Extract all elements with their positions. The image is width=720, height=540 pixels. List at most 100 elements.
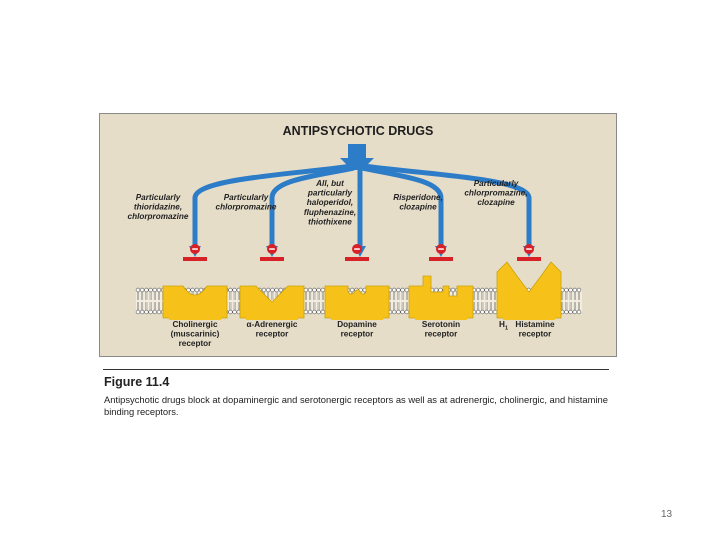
receptor-base <box>246 316 298 320</box>
receptor-base <box>503 316 555 320</box>
receptor-label-line: α-Adrenergic <box>247 320 298 329</box>
receptor-label-line: receptor <box>256 330 290 339</box>
receptors <box>162 244 562 320</box>
drug-label-line: Risperidone, <box>393 193 443 202</box>
lipid-head <box>404 287 409 293</box>
lipid-head <box>135 309 141 315</box>
receptor-base <box>331 316 383 320</box>
lipid-head <box>270 287 275 293</box>
drug-label-line: All, but <box>315 179 344 188</box>
lipid-head <box>484 287 489 293</box>
lipid-head <box>316 309 321 315</box>
lipid-head <box>400 309 405 315</box>
lipid-head <box>396 309 401 315</box>
drug-label-line: thioridazine, <box>134 203 182 212</box>
lipid-head <box>198 287 204 293</box>
lipid-head <box>480 309 485 315</box>
lipid-head <box>350 287 355 293</box>
drug-label-line: clozapine <box>399 203 437 212</box>
lipid-head <box>320 309 326 315</box>
lipid-head <box>194 287 200 293</box>
receptor-label-line: receptor <box>519 330 553 339</box>
lipid-head <box>139 309 145 315</box>
drug-label-line: chlorpromazine, <box>464 189 527 198</box>
lipid-head <box>400 287 405 293</box>
lipid-head <box>232 287 237 293</box>
receptor-label-line: Cholinergic <box>172 320 217 329</box>
block-bar <box>345 257 369 261</box>
figure-caption: Antipsychotic drugs block at dopaminergi… <box>104 394 608 417</box>
drug-label-line: haloperidol, <box>307 198 353 207</box>
lipid-head <box>476 309 481 315</box>
lipid-head <box>488 287 493 293</box>
lipid-head <box>396 287 401 293</box>
receptor-label-line: Serotonin <box>422 320 460 329</box>
arrow-branch <box>361 165 444 199</box>
receptor-shape <box>162 285 228 319</box>
lipid-head <box>278 287 284 293</box>
diagram-title: ANTIPSYCHOTIC DRUGS <box>283 124 434 138</box>
arrow-branch <box>363 163 532 199</box>
drug-label-line: clozapine <box>477 198 515 207</box>
lipid-head <box>564 309 569 315</box>
lipid-head <box>308 287 313 293</box>
lipid-head <box>492 287 498 293</box>
block-bar <box>183 257 207 261</box>
arrow-hub <box>340 158 374 170</box>
drug-label: Risperidone,clozapine <box>393 193 443 212</box>
lipid-head <box>438 287 443 293</box>
lipid-head <box>152 287 157 293</box>
lipid-head <box>156 287 162 293</box>
caption-rule <box>103 369 609 370</box>
block-bar <box>260 257 284 261</box>
receptor-label-line: (muscarinic) <box>171 330 220 339</box>
lipid-head <box>190 287 195 293</box>
lipid-head <box>152 309 157 315</box>
lipid-head <box>320 287 326 293</box>
block-minus <box>526 248 532 250</box>
block-bar <box>429 257 453 261</box>
receptor-label: Cholinergic(muscarinic)receptor <box>171 320 220 348</box>
lipid-head <box>144 287 149 293</box>
lipid-head <box>572 309 577 315</box>
lipid-head <box>576 309 582 315</box>
lipid-head <box>303 287 309 293</box>
page-number: 13 <box>661 509 673 520</box>
lipid-head <box>135 287 141 293</box>
lipid-head <box>139 287 145 293</box>
lipid-head <box>312 309 317 315</box>
block-minus <box>192 248 198 250</box>
lipid-head <box>316 287 321 293</box>
receptor-base <box>415 316 467 320</box>
lipid-head <box>312 287 317 293</box>
block-minus <box>354 248 360 250</box>
receptor-label-line: receptor <box>179 339 213 348</box>
lipid-head <box>480 287 485 293</box>
drug-label-line: chlorpromazine <box>216 203 277 212</box>
drug-label-line: Particularly <box>224 193 269 202</box>
lipid-head <box>576 287 582 293</box>
receptor-label-line: Histamine <box>515 320 555 329</box>
lipid-head <box>476 287 481 293</box>
lipid-head <box>450 287 456 293</box>
drug-label-line: fluphenazine, <box>304 208 356 217</box>
receptor-shape <box>324 285 390 319</box>
lipid-head <box>266 287 271 293</box>
lipid-head <box>148 287 153 293</box>
drug-label-line: thiothixene <box>308 217 352 226</box>
lipid-head <box>434 287 439 293</box>
lipid-head <box>484 309 489 315</box>
lipid-head <box>261 287 267 293</box>
lipid-head <box>232 309 237 315</box>
figure-label: Figure 11.4 <box>104 375 170 389</box>
arrow-branch <box>269 165 355 199</box>
